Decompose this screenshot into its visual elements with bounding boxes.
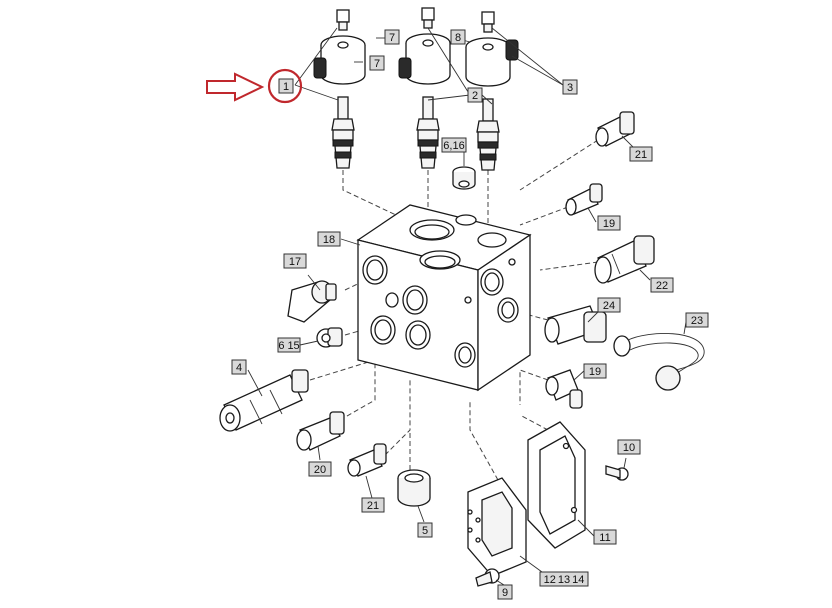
callout-19-bottom: 19 xyxy=(583,363,607,379)
callout-12-text: 12 xyxy=(544,574,556,586)
callout-23-text: 23 xyxy=(691,315,703,327)
screw-10 xyxy=(605,465,629,481)
callout-21-bottom-text: 21 xyxy=(367,500,379,512)
fitting-22 xyxy=(594,235,655,284)
callout-21-top: 21 xyxy=(629,146,653,162)
callout-9: 9 xyxy=(497,584,513,600)
fitting-21-top xyxy=(595,111,635,147)
svg-text:615: 615 xyxy=(278,340,299,352)
callout-7-left-text: 7 xyxy=(374,58,380,70)
callout-1: 1 xyxy=(278,78,294,94)
plug-6-15 xyxy=(316,327,343,348)
callout-8: 8 xyxy=(450,29,466,45)
callout-5-text: 5 xyxy=(422,525,428,537)
callout-7-middle: 7 xyxy=(384,29,400,45)
callout-6-15-part-b: 15 xyxy=(287,340,299,352)
cap-with-tether-23 xyxy=(613,332,705,391)
callout-22: 22 xyxy=(650,277,674,293)
valve-block xyxy=(356,204,532,392)
callout-4: 4 xyxy=(231,359,247,375)
callout-10: 10 xyxy=(617,439,641,455)
callout-14-text: 14 xyxy=(572,574,584,586)
callout-6-15-part-a: 6 xyxy=(278,340,284,352)
callout-21-bottom: 21 xyxy=(361,497,385,513)
callout-13-text: 13 xyxy=(558,574,570,586)
solenoid-valve-left xyxy=(313,9,366,169)
bracket-11 xyxy=(527,421,586,549)
callout-6-16: 6,16 xyxy=(441,137,467,153)
callout-1-text: 1 xyxy=(283,81,289,93)
fitting-19-bottom xyxy=(545,369,583,409)
callout-23: 23 xyxy=(685,312,709,328)
fitting-20 xyxy=(296,411,345,451)
callout-20: 20 xyxy=(308,461,332,477)
callout-24-text: 24 xyxy=(603,300,615,312)
screw-9 xyxy=(475,568,500,587)
solenoid-valve-middle xyxy=(398,7,451,169)
callout-18: 18 xyxy=(317,231,341,247)
callout-9-text: 9 xyxy=(502,587,508,599)
plug-5 xyxy=(397,469,431,507)
callout-22-text: 22 xyxy=(656,280,668,292)
fitting-24 xyxy=(544,305,607,345)
callout-3-text: 3 xyxy=(567,82,573,94)
callout-7-middle-text: 7 xyxy=(389,32,395,44)
fitting-19-top xyxy=(565,183,603,216)
callout-24: 24 xyxy=(597,297,621,313)
plug-17 xyxy=(287,280,337,323)
highlight-circle xyxy=(267,68,303,104)
callout-2-text: 2 xyxy=(472,90,478,102)
callout-5: 5 xyxy=(417,522,433,538)
plug-6-16 xyxy=(452,166,476,190)
callout-19-top-text: 19 xyxy=(603,218,615,230)
callout-10-text: 10 xyxy=(623,442,635,454)
callout-3: 3 xyxy=(562,79,578,95)
sensor-4 xyxy=(219,369,309,432)
fitting-21-bottom xyxy=(347,443,387,477)
callout-2: 2 xyxy=(467,87,483,103)
callout-17-text: 17 xyxy=(289,256,301,268)
callout-17: 17 xyxy=(283,253,307,269)
callout-21-top-text: 21 xyxy=(635,149,647,161)
connector-plate-12-13-14 xyxy=(467,477,527,577)
highlight-arrow xyxy=(206,72,265,102)
callout-4-text: 4 xyxy=(236,362,242,374)
callout-11-text: 11 xyxy=(599,532,610,544)
callout-20-text: 20 xyxy=(314,464,326,476)
callout-8-text: 8 xyxy=(455,32,461,44)
callout-7-left: 7 xyxy=(369,55,385,71)
callout-19-bottom-text: 19 xyxy=(589,366,601,378)
callout-6-16-text: 6,16 xyxy=(443,140,464,152)
callout-11: 11 xyxy=(593,529,617,545)
solenoid-valve-right xyxy=(465,11,519,171)
callout-18-text: 18 xyxy=(323,234,335,246)
callout-19-top: 19 xyxy=(597,215,621,231)
